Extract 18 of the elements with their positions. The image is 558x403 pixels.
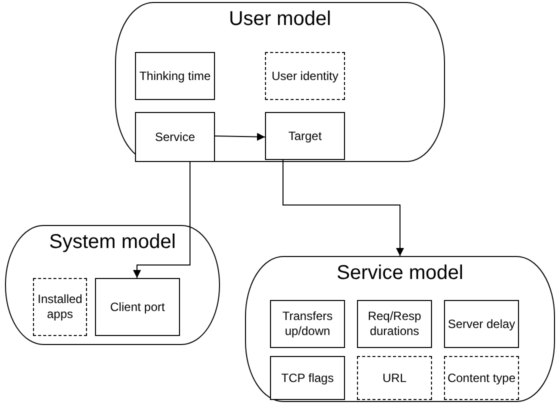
attribute-box: Target: [265, 112, 345, 160]
attribute-box: Server delay: [444, 300, 519, 348]
attribute-box: Thinking time: [135, 52, 215, 100]
attribute-box: User identity: [265, 52, 345, 100]
arrow: [133, 162, 190, 278]
attribute-box: Client port: [95, 278, 180, 336]
container-title: System model: [48, 231, 177, 254]
arrow: [282, 160, 404, 256]
attribute-box: TCP flags: [270, 356, 345, 400]
attribute-box: Content type: [444, 356, 519, 400]
attribute-box: Installed apps: [33, 278, 87, 336]
attribute-box: Req/Resp durations: [357, 300, 432, 348]
attribute-box: Service: [135, 112, 215, 162]
attribute-box: URL: [357, 356, 432, 400]
attribute-box: Transfers up/down: [270, 300, 345, 348]
container-title: Service model: [336, 262, 464, 285]
arrow: [214, 132, 266, 141]
container-title: User model: [228, 8, 332, 31]
